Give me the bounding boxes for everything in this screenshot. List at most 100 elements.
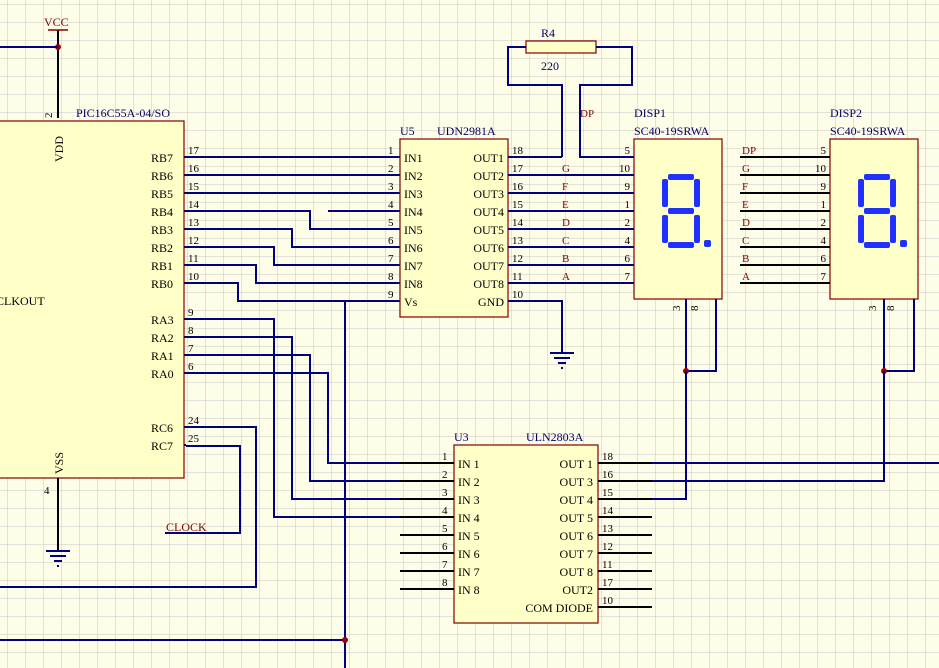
- u3-part: ULN2803A: [526, 430, 584, 444]
- u5-pin-name: IN7: [404, 259, 423, 273]
- disp2-drive-wire[interactable]: [598, 371, 885, 482]
- vcc-label: VCC: [44, 15, 69, 29]
- u3-pin-number: 18: [602, 451, 614, 463]
- u5-pin-name: IN4: [404, 205, 423, 219]
- mcu-pin-number: 11: [188, 253, 199, 265]
- u5-pin-name: IN3: [404, 187, 423, 201]
- display-bottom-pin-number: 3: [671, 305, 683, 311]
- mcu-pin-name: RA0: [151, 367, 174, 381]
- mcu-clkout-label: CLKOUT: [0, 294, 45, 308]
- r4-resistor[interactable]: R4 220: [525, 26, 597, 73]
- display-pin-number: 5: [625, 145, 631, 157]
- display-pin-number: 2: [625, 217, 631, 229]
- u3-ref: U3: [454, 430, 469, 444]
- u3-pin-number: 2: [442, 469, 448, 481]
- u3-pin-number: 1: [442, 451, 448, 463]
- ground-symbol-mcu: [46, 550, 70, 567]
- segment-bar: [662, 179, 668, 207]
- u3-pin-number: 15: [602, 487, 614, 499]
- segment-net-label: G: [562, 163, 570, 175]
- mcu-pin-number: 10: [188, 271, 200, 283]
- display-pin-number: 4: [821, 235, 827, 247]
- vs-junction: [342, 637, 348, 643]
- disp2-common-wire[interactable]: [883, 299, 915, 372]
- rc6-wire[interactable]: [0, 426, 257, 588]
- u3-pin-name: IN 3: [458, 493, 480, 507]
- disp1-digit-glyph: [662, 174, 711, 248]
- segment-bar: [668, 242, 694, 248]
- port-b-wires[interactable]: [186, 156, 400, 302]
- u3-pin-name: OUT 5: [560, 511, 593, 525]
- mcu-pin-number: 6: [188, 361, 194, 373]
- disp2-digit-glyph: [858, 174, 907, 248]
- u3-pin-number: 17: [602, 577, 614, 589]
- r4-loop-wire[interactable]: [507, 46, 563, 157]
- segment-bar: [864, 242, 890, 248]
- mcu-pin-name: RB5: [151, 187, 173, 201]
- u3-pin-name: IN 8: [458, 583, 480, 597]
- mcu-vss-pin-number: 4: [44, 485, 50, 497]
- display-net-label: B: [742, 253, 749, 265]
- mcu-pin-name: RC6: [151, 421, 173, 435]
- disp1-common-wire[interactable]: [685, 299, 717, 372]
- mcu-vdd-label: VDD: [52, 136, 66, 162]
- u3-pin-name: OUT 4: [560, 493, 593, 507]
- segment-net-label: E: [562, 199, 569, 211]
- u5-pin-name: Vs: [404, 295, 418, 309]
- segment-bar: [890, 215, 896, 243]
- segment-net-label: A: [562, 271, 570, 283]
- u5-pin-name: OUT6: [473, 241, 504, 255]
- dp-wire[interactable]: [579, 46, 634, 158]
- u5-pin-name: OUT8: [473, 277, 504, 291]
- u3-pin-name: OUT 8: [560, 565, 593, 579]
- u5-gnd-wire[interactable]: [508, 300, 563, 352]
- segment-bar: [668, 208, 694, 214]
- mcu-pin-number: 15: [188, 181, 200, 193]
- mcu-pin-name: RB7: [151, 151, 173, 165]
- u3-pin-name: IN 1: [458, 457, 480, 471]
- u5-pin-number: 1: [388, 145, 394, 157]
- disp2-part: SC40-19SRWA: [830, 124, 906, 138]
- disp2-ref: DISP2: [830, 106, 862, 120]
- mcu-pin-number: 14: [188, 199, 200, 211]
- u3-pin-number: 3: [442, 487, 448, 499]
- u5-pin-number: 14: [512, 217, 524, 229]
- u3-pin-number: 12: [602, 541, 613, 553]
- mcu-pin-name: RB4: [151, 205, 173, 219]
- display-net-label: E: [742, 199, 749, 211]
- segment-net-label: D: [562, 217, 570, 229]
- mcu-pin-number: 24: [188, 415, 200, 427]
- disp1-part: SC40-19SRWA: [634, 124, 710, 138]
- u5-pin-name: OUT3: [473, 187, 504, 201]
- display-net-label: A: [742, 271, 750, 283]
- segment-bar: [890, 179, 896, 207]
- disp1-ref: DISP1: [634, 106, 666, 120]
- u3-pin-name: OUT 7: [560, 547, 593, 561]
- display-pin-number: 1: [821, 199, 827, 211]
- clock-net-underline: [165, 445, 241, 534]
- port-a-wires[interactable]: [186, 318, 400, 518]
- mcu-pin-number: 12: [188, 235, 199, 247]
- u3-pin-number: 8: [442, 577, 448, 589]
- u3-pin-number: 7: [442, 559, 448, 571]
- segment-bar: [864, 208, 890, 214]
- mcu-pin-name: RB2: [151, 241, 173, 255]
- segment-net-label: B: [562, 253, 569, 265]
- r4-value: 220: [541, 59, 559, 73]
- mcu-pin-name: RA1: [151, 349, 174, 363]
- u5-driver-ic[interactable]: U5 UDN2981A IN11IN22IN33IN44IN55IN66IN77…: [388, 124, 524, 318]
- u5-pin-number: 9: [388, 289, 394, 301]
- u5-pin-number: 3: [388, 181, 394, 193]
- mcu-pin-name: RA3: [151, 313, 174, 327]
- display-pin-number: 1: [625, 199, 631, 211]
- u5-pin-number: 13: [512, 235, 524, 247]
- mcu-pin-number: 8: [188, 325, 194, 337]
- mcu-pin-number: 16: [188, 163, 200, 175]
